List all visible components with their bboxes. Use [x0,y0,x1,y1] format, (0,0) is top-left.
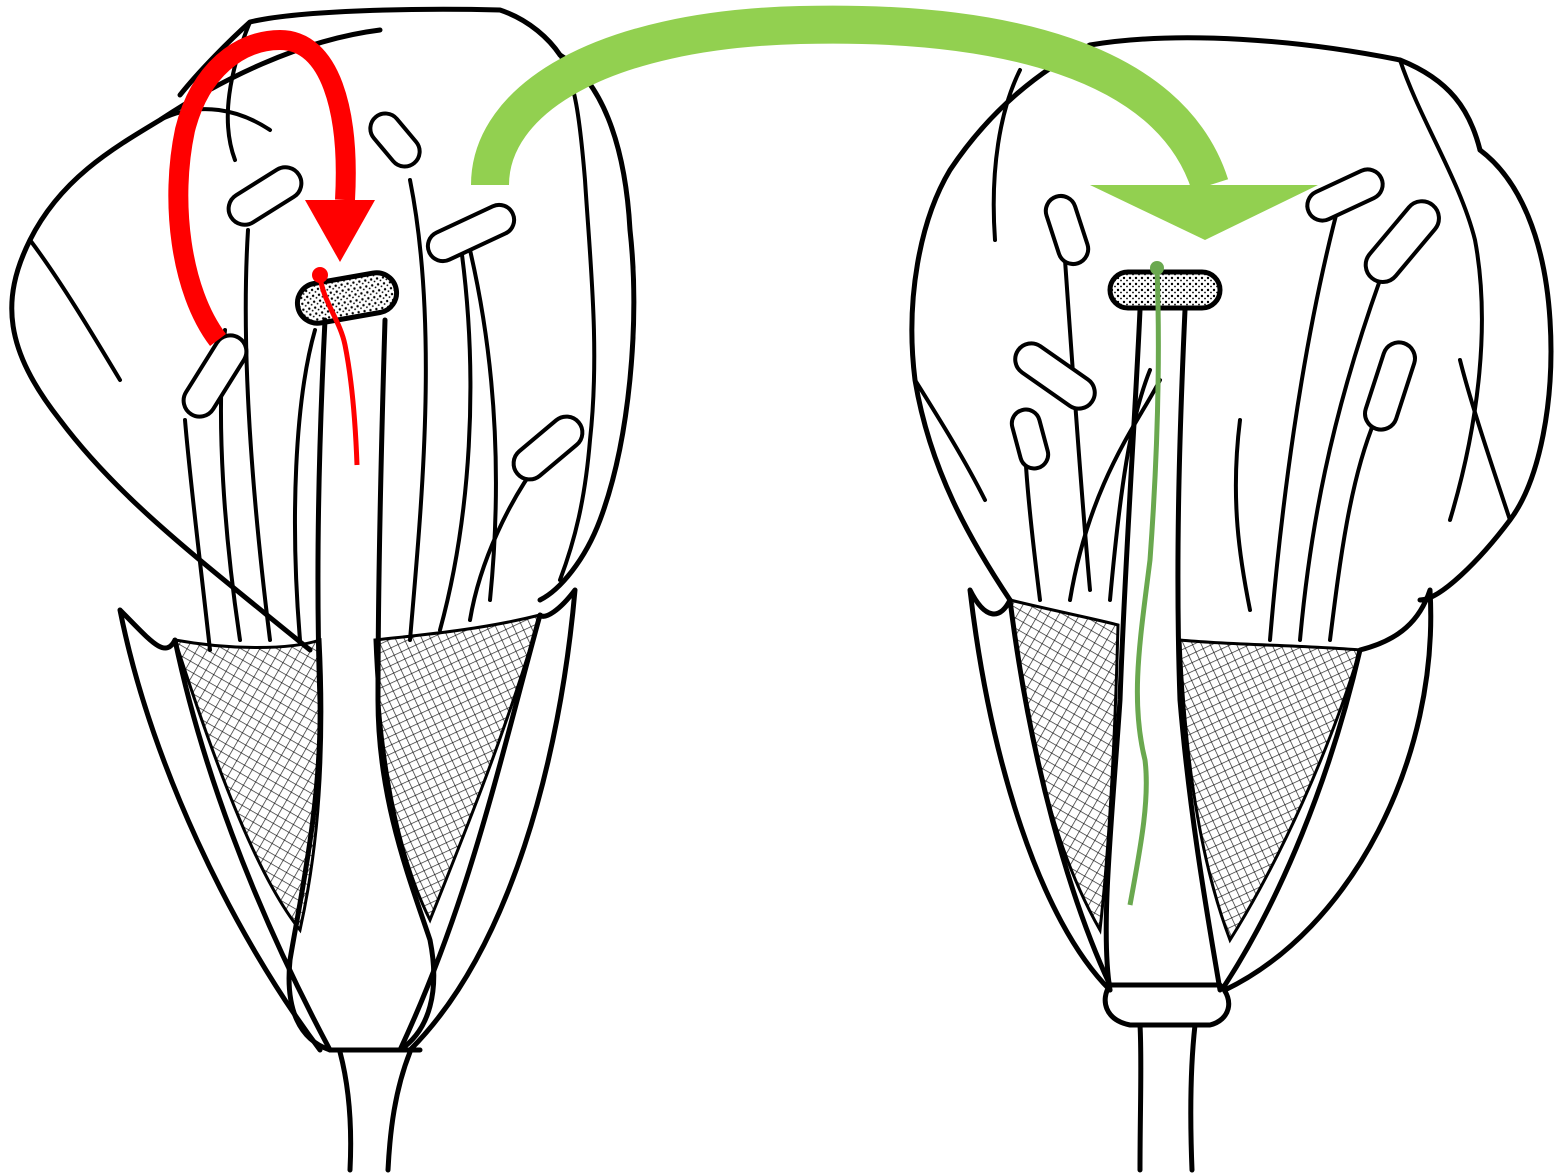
left-anther [178,329,253,422]
right-anther [1302,165,1387,226]
self-pollination-arrowhead [305,200,375,262]
right-anther [1009,406,1052,471]
right-flower-petal-fold [915,360,1510,520]
right-filament [1330,420,1375,640]
left-filament [185,420,210,650]
right-filament [1300,280,1380,640]
cross-pollen-tube [1130,268,1158,905]
left-anther [223,161,308,231]
right-anther [1009,337,1101,415]
right-receptacle [1105,985,1229,1025]
cross-pollination-arrow-shaft [490,25,1210,185]
right-anther [1361,338,1419,433]
right-nectary-left [1010,600,1118,930]
left-anther [364,107,426,172]
left-filament [410,180,426,640]
left-filament [440,240,470,630]
left-filament [295,330,315,640]
left-pedicel [330,1050,420,1170]
left-filament [246,230,270,640]
left-flower-petal-right [540,55,634,600]
self-pollen-grain [312,267,328,283]
left-flower [12,9,634,1170]
right-nectary-right [1180,640,1360,940]
right-stigma [1110,272,1220,308]
left-filament [470,460,540,620]
cross-pollination-arrowhead [1090,185,1318,240]
right-anther [1359,194,1446,289]
left-nectary-left [175,640,322,930]
cross-pollen-grain [1150,261,1164,275]
right-anther [1042,192,1092,268]
left-anther [507,410,589,486]
right-filament [1236,420,1250,610]
right-filament [1065,260,1090,590]
right-pedicel [1140,1025,1195,1170]
right-filament [1270,200,1340,640]
